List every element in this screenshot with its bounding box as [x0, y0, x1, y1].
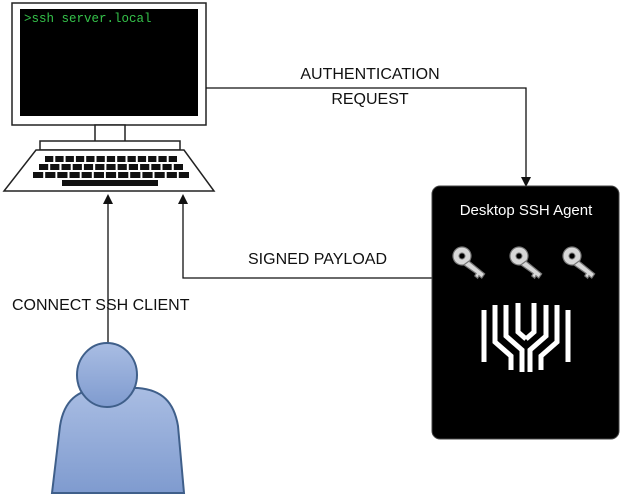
monitor-base [39, 140, 181, 151]
ssh-agent-title: Desktop SSH Agent [459, 202, 593, 219]
computer-icon [11, 2, 207, 151]
keyboard-icon [2, 149, 216, 192]
auth-request-label: AUTHENTICATION REQUEST [272, 62, 468, 112]
ssh-agent-box [431, 185, 620, 440]
auth-request-line2: REQUEST [331, 91, 409, 108]
signed-payload-arrow [178, 194, 432, 279]
connect-client-label: CONNECT SSH CLIENT [12, 297, 190, 314]
monitor-screen [20, 9, 198, 116]
auth-request-arrow [206, 87, 531, 187]
terminal-command: >ssh server.local [24, 12, 152, 26]
agent-logo-icon [481, 303, 571, 372]
auth-request-line1: AUTHENTICATION [300, 66, 440, 83]
signed-payload-label: SIGNED PAYLOAD [248, 251, 387, 268]
person-icon [50, 342, 186, 494]
